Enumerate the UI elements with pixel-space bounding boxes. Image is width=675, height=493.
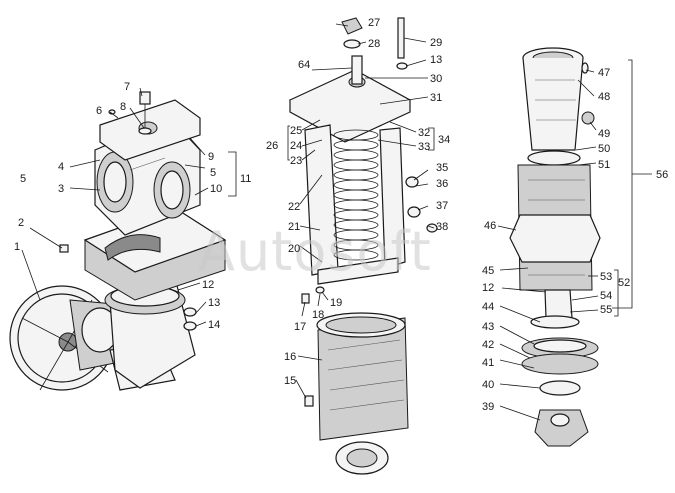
callout-43: 43 bbox=[482, 321, 494, 333]
callout-17: 17 bbox=[294, 321, 306, 333]
callout-1: 1 bbox=[14, 241, 20, 253]
callout-31: 31 bbox=[430, 92, 442, 104]
ring-stack bbox=[521, 315, 599, 447]
callout-54: 54 bbox=[600, 290, 612, 302]
callout-10: 10 bbox=[210, 183, 222, 195]
callout-30: 30 bbox=[430, 73, 442, 85]
callout-29: 29 bbox=[430, 37, 442, 49]
callout-12: 12 bbox=[202, 279, 214, 291]
callout-64: 64 bbox=[298, 59, 310, 71]
callout-25: 25 bbox=[290, 125, 302, 137]
callout-14: 14 bbox=[208, 319, 220, 331]
callout-23: 23 bbox=[290, 155, 302, 167]
top-nut-and-bolt bbox=[341, 17, 408, 70]
callout-40: 40 bbox=[482, 379, 494, 391]
callout-26: 26 bbox=[266, 140, 278, 152]
callout-7: 7 bbox=[124, 81, 130, 93]
leader-lines bbox=[21, 23, 652, 421]
callout-16: 16 bbox=[284, 351, 296, 363]
callout-56: 56 bbox=[656, 169, 668, 181]
callout-5b: 5 bbox=[210, 167, 216, 179]
callout-13: 13 bbox=[208, 297, 220, 309]
side-fittings bbox=[301, 176, 438, 304]
callout-32: 32 bbox=[418, 127, 430, 139]
callout-6: 6 bbox=[96, 105, 102, 117]
callout-50: 50 bbox=[598, 143, 610, 155]
callout-5: 5 bbox=[20, 173, 26, 185]
callout-19: 19 bbox=[330, 297, 342, 309]
callout-24: 24 bbox=[290, 140, 302, 152]
callout-3: 3 bbox=[58, 183, 64, 195]
callout-33: 33 bbox=[418, 141, 430, 153]
callout-39: 39 bbox=[482, 401, 494, 413]
base-bolts bbox=[59, 244, 197, 331]
column-top-tube bbox=[522, 47, 595, 151]
callout-13b: 13 bbox=[430, 54, 442, 66]
callout-55: 55 bbox=[600, 304, 612, 316]
callout-36: 36 bbox=[436, 178, 448, 190]
callout-27: 27 bbox=[368, 17, 380, 29]
clamp-base-block bbox=[83, 207, 227, 301]
callout-35: 35 bbox=[436, 162, 448, 174]
callout-48: 48 bbox=[598, 91, 610, 103]
callout-52: 52 bbox=[618, 277, 630, 289]
callout-15: 15 bbox=[284, 375, 296, 387]
callout-2: 2 bbox=[18, 217, 24, 229]
callout-21: 21 bbox=[288, 221, 300, 233]
callout-47: 47 bbox=[598, 67, 610, 79]
column-body bbox=[509, 150, 601, 319]
callout-49: 49 bbox=[598, 128, 610, 140]
spring-cage bbox=[288, 55, 412, 285]
callout-20: 20 bbox=[288, 243, 300, 255]
callout-8: 8 bbox=[120, 101, 126, 113]
bolt-and-washer bbox=[108, 91, 152, 135]
callout-9: 9 bbox=[208, 151, 214, 163]
callout-53: 53 bbox=[600, 271, 612, 283]
callout-labels: 1 2 3 4 5 5 6 7 8 9 10 11 12 13 14 15 16… bbox=[14, 17, 668, 413]
callout-45: 45 bbox=[482, 265, 494, 277]
callout-4: 4 bbox=[58, 161, 64, 173]
callout-22: 22 bbox=[288, 201, 300, 213]
callout-11: 11 bbox=[240, 173, 251, 185]
callout-28: 28 bbox=[368, 38, 380, 50]
callout-34: 34 bbox=[438, 134, 450, 146]
callout-18: 18 bbox=[312, 309, 324, 321]
callout-42: 42 bbox=[482, 339, 494, 351]
callout-41: 41 bbox=[482, 357, 494, 369]
callout-38: 38 bbox=[436, 221, 448, 233]
coil-spring bbox=[333, 129, 379, 261]
callout-46: 46 bbox=[484, 220, 496, 232]
callout-44: 44 bbox=[482, 301, 494, 313]
watermark: Autosoft bbox=[198, 220, 432, 283]
bushing bbox=[304, 312, 409, 475]
callout-51: 51 bbox=[598, 159, 610, 171]
callout-37: 37 bbox=[436, 200, 448, 212]
callout-12b: 12 bbox=[482, 282, 494, 294]
